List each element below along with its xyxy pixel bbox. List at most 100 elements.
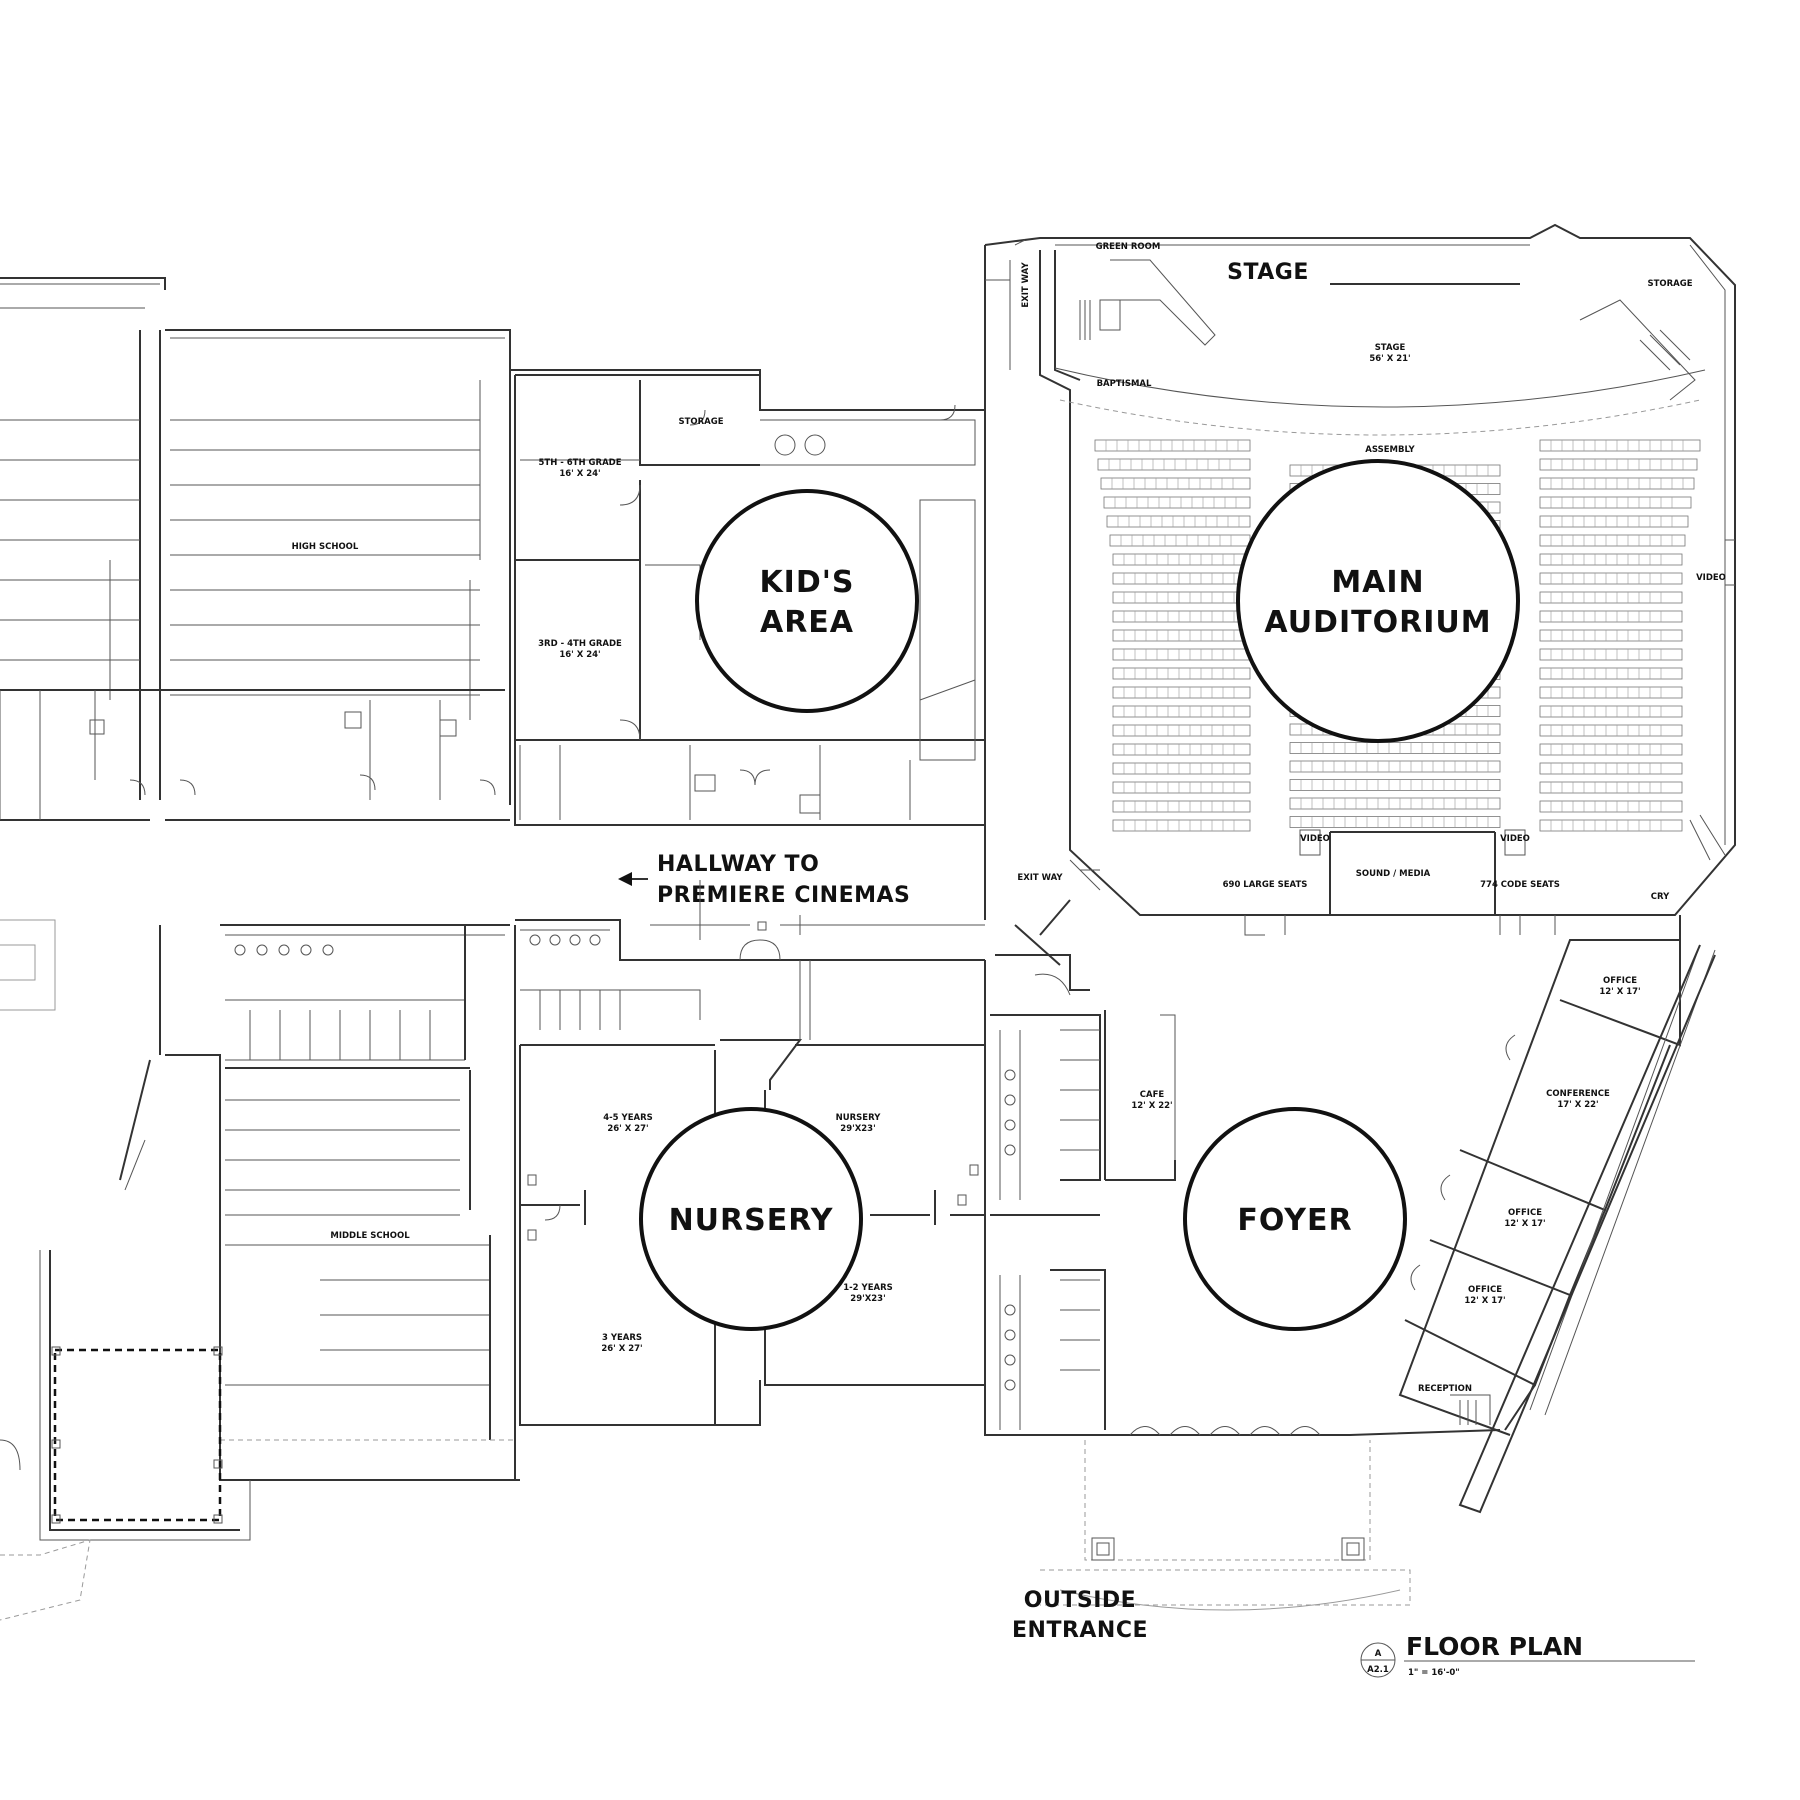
seat-row — [1539, 762, 1683, 775]
seat-row — [1289, 760, 1501, 773]
office1-name: OFFICE — [1603, 976, 1637, 986]
seat-row — [1539, 743, 1683, 756]
storage-stage-label: STORAGE — [1647, 279, 1692, 289]
office3-size: 12' X 17' — [1464, 1296, 1505, 1306]
seat-row — [1539, 439, 1701, 452]
seat-row — [1112, 572, 1251, 585]
nursery-circle — [639, 1107, 863, 1331]
storage-kids-label: STORAGE — [678, 417, 723, 427]
exit-way-mid-label: EXIT WAY — [1017, 873, 1063, 883]
seat-row — [1112, 648, 1251, 661]
sheet-reference: A2.1 — [1367, 1665, 1389, 1675]
seat-row — [1112, 553, 1251, 566]
years3-size: 26' X 27' — [601, 1344, 642, 1354]
code-seats-label: 774 CODE SEATS — [1480, 880, 1560, 890]
cafe-size: 12' X 22' — [1131, 1101, 1172, 1111]
seat-row — [1106, 515, 1251, 528]
seat-row — [1094, 439, 1251, 452]
outside-entrance-line2: ENTRANCE — [1012, 1618, 1148, 1643]
hallway-label-line1: HALLWAY TO — [657, 852, 819, 877]
sound-media-label: SOUND / MEDIA — [1356, 869, 1431, 879]
video-right-label: VIDEO — [1500, 834, 1530, 844]
seat-row — [1289, 816, 1501, 828]
kids-area-label-line2: AREA — [760, 605, 854, 640]
scale-label: 1" = 16'-0" — [1408, 1668, 1460, 1678]
stage-size: 56' X 21' — [1369, 354, 1410, 364]
middle-school-label: MIDDLE SCHOOL — [330, 1231, 410, 1241]
seat-row — [1539, 629, 1683, 642]
seat-row — [1539, 648, 1683, 661]
conference-size: 17' X 22' — [1557, 1100, 1598, 1110]
seat-row — [1539, 572, 1683, 585]
floor-plan-title: FLOOR PLAN — [1406, 1632, 1583, 1661]
video-left-label: VIDEO — [1300, 834, 1330, 844]
seat-row — [1539, 534, 1686, 547]
grade56-name: 5TH - 6TH GRADE — [538, 458, 621, 468]
seat-row — [1112, 762, 1251, 775]
office1-size: 12' X 17' — [1599, 987, 1640, 997]
office3-name: OFFICE — [1468, 1285, 1502, 1295]
foyer-block: CAFE 12' X 22' — [984, 954, 1501, 1611]
seat-row — [1100, 477, 1251, 490]
sheet-letter: A — [1375, 1649, 1382, 1659]
nursery-area-label: NURSERY — [669, 1203, 834, 1238]
grade34-size: 16' X 24' — [559, 650, 600, 660]
nursery-room-size: 29'X23' — [840, 1124, 875, 1134]
baptismal-label: BAPTISMAL — [1097, 379, 1152, 389]
nursery-marker: NURSERY — [639, 1107, 863, 1331]
video-side-label: VIDEO — [1696, 573, 1726, 583]
seat-row — [1539, 724, 1683, 737]
seat-row — [1112, 800, 1251, 813]
outside-entrance-line1: OUTSIDE — [1024, 1588, 1136, 1613]
high-school-label: HIGH SCHOOL — [292, 542, 359, 552]
seat-row — [1112, 705, 1251, 718]
kids-area-label-line1: KID'S — [759, 565, 854, 600]
hallway: HALLWAY TO PREMIERE CINEMAS — [618, 852, 985, 935]
seat-row — [1289, 779, 1501, 791]
years45-size: 26' X 27' — [607, 1124, 648, 1134]
large-seats-label: 690 LARGE SEATS — [1223, 880, 1308, 890]
cry-label: CRY — [1651, 892, 1670, 902]
seat-row — [1539, 591, 1683, 604]
kids-area-block: STORAGE 5TH - 6TH GRADE 16' X 24' 3RD - … — [514, 374, 986, 826]
seat-row — [1539, 458, 1698, 471]
seat-row — [1112, 629, 1251, 642]
main-auditorium-label-line1: MAIN — [1331, 565, 1424, 600]
title-block: A A2.1 FLOOR PLAN 1" = 16'-0" — [1360, 1632, 1695, 1678]
reception-label: RECEPTION — [1418, 1384, 1472, 1394]
seat-row — [1539, 553, 1683, 566]
cafe-name: CAFE — [1140, 1090, 1165, 1100]
office-wing: OFFICE 12' X 17' CONFERENCE 17' X 22' OF… — [1398, 915, 1716, 1514]
seat-row — [1539, 686, 1683, 699]
arrow-left-icon — [618, 872, 632, 886]
seat-row — [1539, 496, 1692, 509]
seat-row — [1539, 800, 1683, 813]
grade34-name: 3RD - 4TH GRADE — [538, 639, 622, 649]
grade56-size: 16' X 24' — [559, 469, 600, 479]
seat-row — [1112, 591, 1251, 604]
seat-row — [1289, 797, 1501, 810]
years12-name: 1-2 YEARS — [843, 1283, 893, 1293]
seat-rows — [1094, 439, 1701, 832]
years45-name: 4-5 YEARS — [603, 1113, 653, 1123]
seat-row — [1539, 819, 1683, 832]
seat-row — [1097, 458, 1251, 471]
foyer-area-label: FOYER — [1237, 1203, 1352, 1238]
seat-row — [1539, 515, 1689, 528]
office2-size: 12' X 17' — [1504, 1219, 1545, 1229]
nursery-room-name: NURSERY — [836, 1113, 882, 1123]
high-school-wing: HIGH SCHOOL — [0, 277, 761, 821]
foyer-circle — [1183, 1107, 1407, 1331]
green-room-label: GREEN ROOM — [1096, 242, 1161, 252]
main-auditorium-circle — [1236, 459, 1520, 743]
seat-row — [1112, 686, 1251, 699]
kids-area-marker: KID'S AREA — [695, 489, 919, 713]
seat-row — [1539, 610, 1683, 623]
seat-row — [1103, 496, 1251, 509]
years12-size: 29'X23' — [850, 1294, 885, 1304]
seat-row — [1109, 534, 1251, 547]
stage-header-label: STAGE — [1227, 260, 1309, 285]
seat-row — [1112, 610, 1251, 623]
